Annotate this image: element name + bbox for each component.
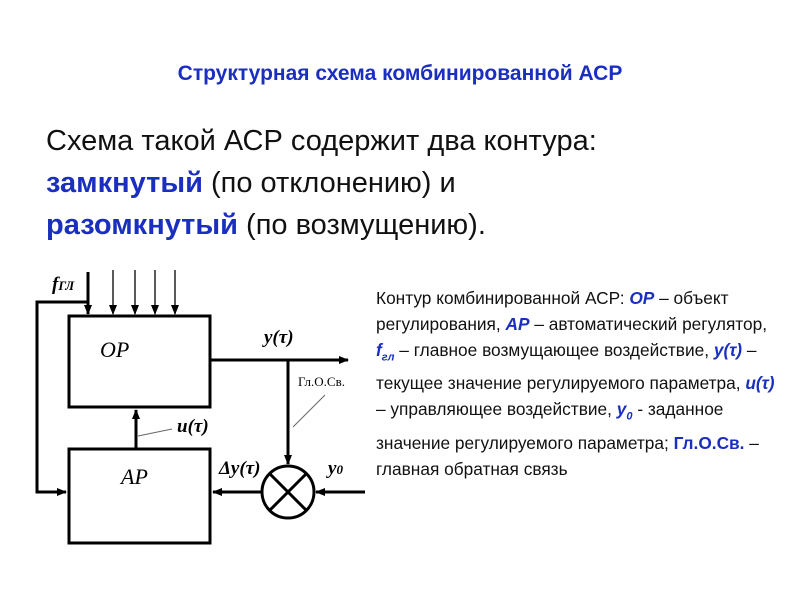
feedforward-line [35,300,88,496]
u-label: u(τ) [177,416,209,437]
desc-text: – главная обратная связь [376,432,759,479]
desc-u: u(τ) [745,373,775,394]
comparator [260,464,316,520]
desc-y0: y [616,399,627,420]
desc-text: - заданное значение регулируемого параме… [376,399,724,453]
ap-label: AP [119,464,148,489]
desc-text: – объект регулирования, [376,288,729,334]
op-label: OP [100,337,129,362]
open-loop-term: разомкнутый [46,209,238,241]
u-leader [137,428,173,437]
intro-open-rest: (по возмущению). [237,209,486,241]
dy-label: Δy(τ) [218,458,260,479]
intro-line-3: разомкнутый (по возмущению). [46,204,597,246]
intro-closed-rest: (по отклонению) и [202,167,456,199]
slide-title: Структурная схема комбинированной АСР [177,62,623,85]
desc-ap: AP [505,314,530,334]
op-block [67,314,212,409]
intro-line-1: Схема такой АСР содержит два контура: [46,125,597,157]
feedback-label: Гл.О.Св. [298,374,345,389]
y0-label: y0 [326,458,343,479]
description: Контур комбинированной АСР: OP – объект … [376,285,786,482]
desc-f-sub: гл [381,351,395,364]
desc-op: OP [629,288,655,308]
desc-text: Контур комбинированной АСР: [376,288,630,308]
desc-feedback: Гл.О.Св. [673,432,745,453]
desc-text: – главное возмущающее воздействие, [394,340,714,360]
desc-y: y(τ) [713,340,743,360]
y-label: y(τ) [262,327,294,348]
desc-f: f [376,340,382,360]
closed-loop-term: замкнутый [46,167,203,199]
desc-y0-sub: 0 [626,410,633,423]
feedback-leader [292,394,326,428]
desc-text: – автоматический регулятор, [529,314,768,334]
desc-text: – текущее значение регулируемого парамет… [376,340,757,394]
f-main-label: fГЛ [52,274,75,295]
intro-text: Схема такой АСР содержит два контура: за… [46,120,597,246]
ap-block [67,447,212,545]
desc-text: – управляющее воздействие, [376,399,617,420]
intro-line-2: замкнутый (по отклонению) и [46,162,597,204]
